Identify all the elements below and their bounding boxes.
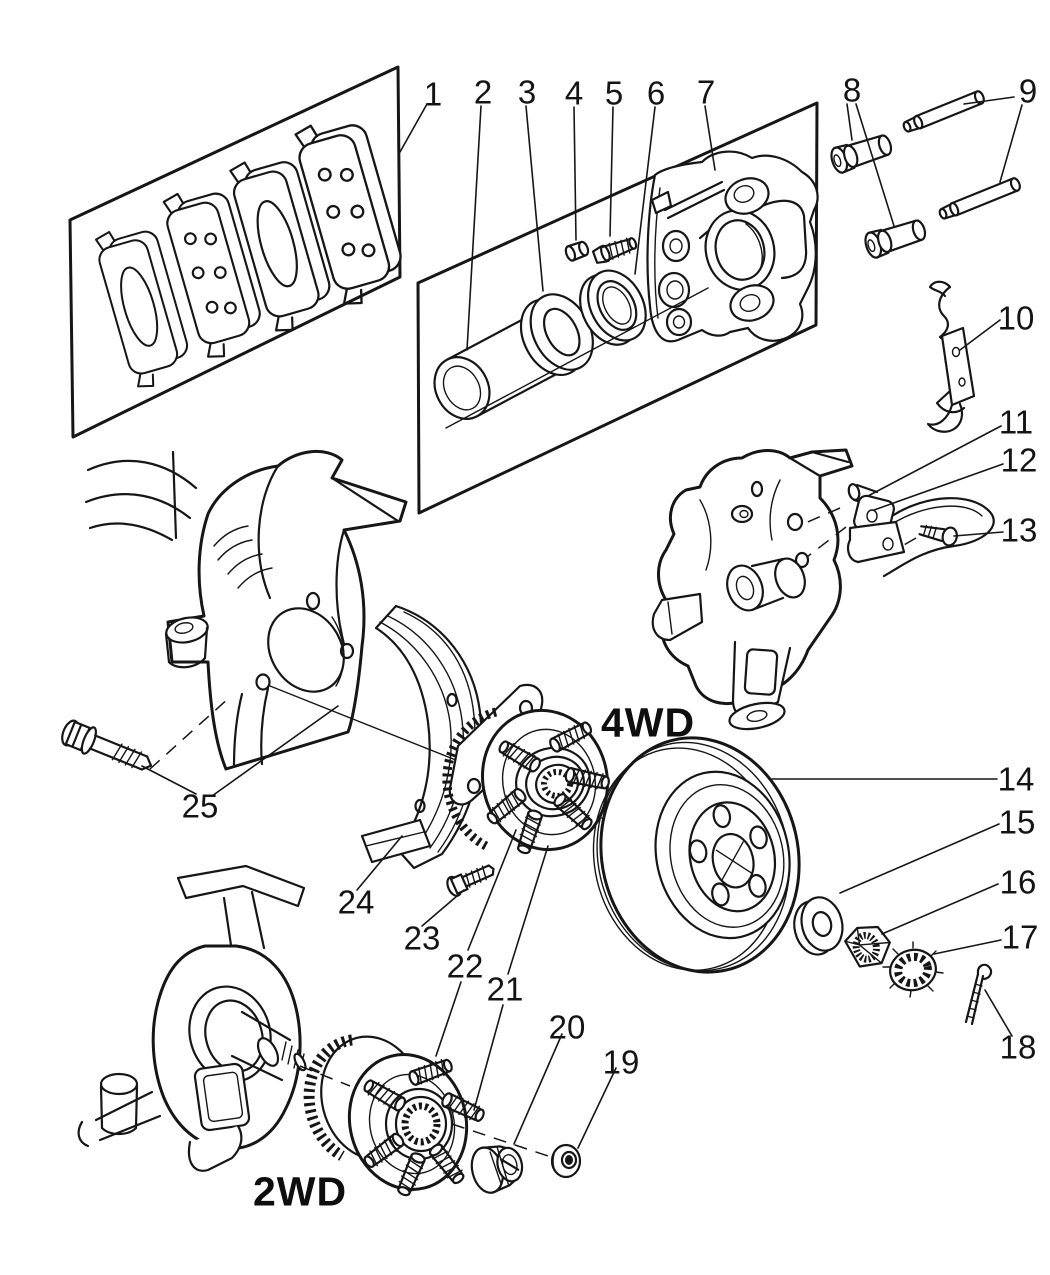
brake-pad-kit-box: [68, 65, 412, 439]
piston-seal: [519, 293, 594, 377]
callout-9: 9: [1018, 72, 1038, 110]
steering-knuckle-front-view: [84, 449, 408, 771]
sensor-bolt: [918, 524, 958, 547]
callout-4: 4: [564, 74, 584, 112]
leader-lines: [141, 96, 1023, 1149]
hub-nut: [844, 925, 891, 968]
piston-dust-boot: [579, 269, 647, 346]
knuckle-bolt: [61, 719, 153, 771]
guide-pin: [900, 88, 987, 135]
spindle-nut: [470, 1145, 524, 1194]
guide-pin-bushing: [827, 130, 896, 176]
callout-15: 15: [998, 803, 1036, 841]
steering-knuckle-rear-view: [651, 448, 854, 731]
callout-19: 19: [602, 1043, 640, 1081]
callout-23: 23: [403, 919, 441, 957]
callout-8: 8: [842, 71, 862, 109]
callout-11: 11: [998, 403, 1034, 441]
drivetrain-label-4wd: 4WD: [600, 699, 696, 746]
callout-3: 3: [517, 73, 537, 111]
brake-rotor: [592, 736, 801, 974]
callout-14: 14: [997, 760, 1035, 798]
callout-16: 16: [999, 863, 1037, 901]
cotter-pin: [964, 963, 993, 1026]
shield-bolt: [446, 864, 495, 897]
callout-20: 20: [548, 1008, 586, 1046]
callout-25: 25: [181, 787, 219, 825]
callout-2: 2: [473, 73, 493, 111]
callout-22: 22: [446, 947, 484, 985]
callout-12: 12: [1000, 441, 1038, 479]
callout-5: 5: [604, 74, 624, 112]
anti-rattle-spring: [926, 280, 976, 433]
wheel-speed-sensor: [847, 483, 995, 578]
callout-24: 24: [337, 883, 375, 921]
drivetrain-label-2wd: 2WD: [252, 1168, 348, 1215]
callout-18: 18: [999, 1028, 1037, 1066]
alignment-dashes: [149, 507, 917, 1157]
callout-7: 7: [696, 73, 716, 111]
thrust-washer: [793, 896, 844, 956]
guide-pin-bushing: [861, 215, 930, 261]
hub-bearing-4wd: [442, 683, 612, 857]
callout-1: 1: [423, 75, 443, 113]
dust-cap: [550, 1143, 582, 1179]
callout-10: 10: [997, 299, 1035, 337]
callout-21: 21: [486, 970, 524, 1008]
caliper-axis-line: [445, 287, 709, 429]
callout-6: 6: [646, 74, 666, 112]
bleeder-screw: [591, 237, 638, 264]
steering-knuckle-2wd: [77, 864, 307, 1172]
callout-17: 17: [1001, 918, 1039, 956]
callout-13: 13: [1000, 511, 1038, 549]
bleeder-cap: [564, 240, 590, 262]
brake-caliper: [646, 150, 819, 343]
hub-bearing-2wd: [303, 1034, 488, 1199]
nut-retainer: [882, 941, 944, 998]
guide-pin: [936, 175, 1023, 222]
